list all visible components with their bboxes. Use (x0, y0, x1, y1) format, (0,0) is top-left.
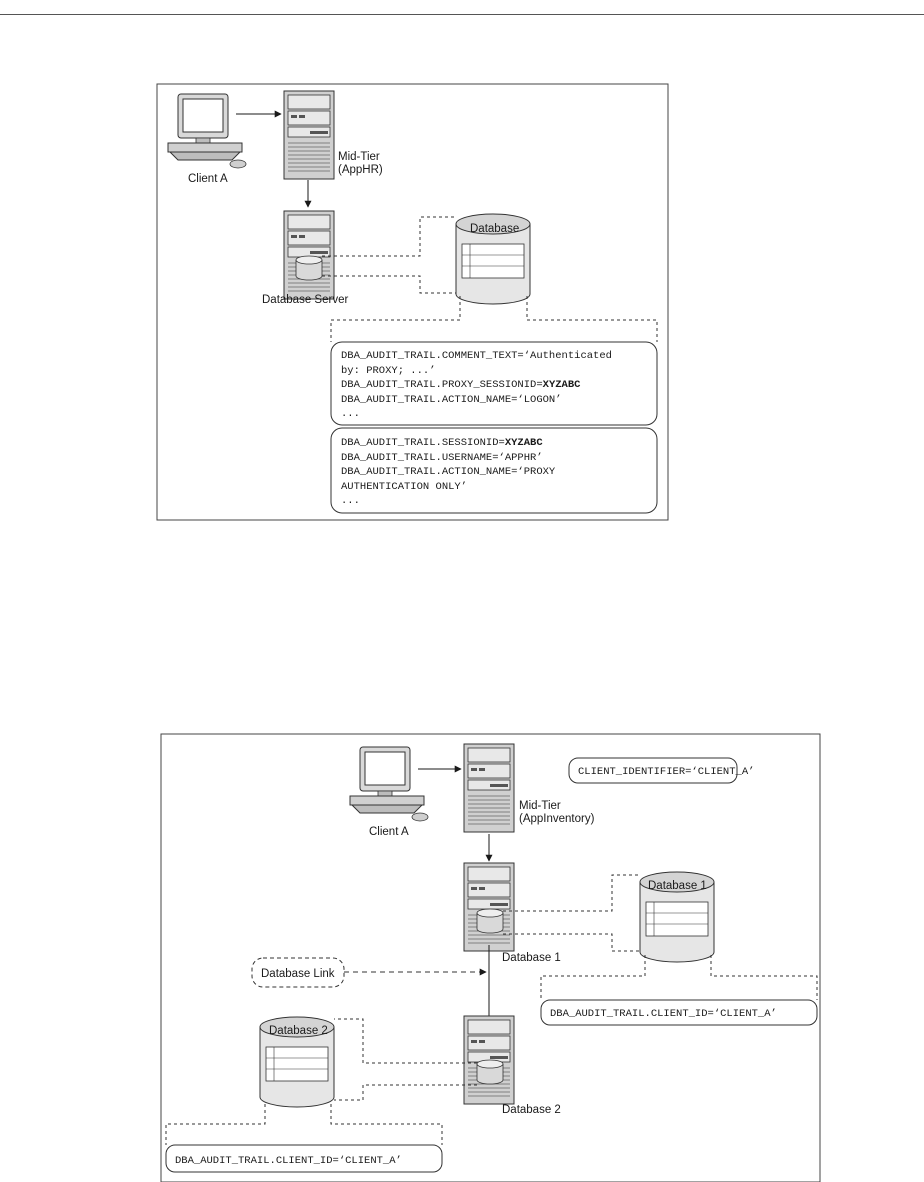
db1-audit-box (540, 999, 818, 1026)
db1server-to-db1-dash-bottom (503, 933, 640, 952)
db2server-to-db2-dash-bottom (334, 1084, 477, 1101)
client-a-computer-icon (167, 93, 247, 169)
client-identifier-box (568, 757, 738, 784)
client-a-label: Client A (188, 173, 228, 185)
db1-to-audit-dash-left (540, 955, 646, 1000)
client-a-label-2: Client A (369, 826, 409, 838)
audit-box1-line1: DBA_AUDIT_TRAIL.COMMENT_TEXT=‘Authentica… (341, 350, 612, 362)
midtier2-label-1: Mid-Tier (519, 800, 561, 812)
database-link-label: Database Link (261, 968, 335, 980)
db1-server-icon (463, 862, 515, 952)
db-to-audit-dash-right (526, 296, 658, 342)
audit-box2-line4: AUTHENTICATION ONLY’ (341, 481, 467, 493)
db2-audit-box (165, 1144, 443, 1173)
database-server-icon (283, 210, 335, 300)
database-label: Database (470, 223, 519, 235)
db2-audit-text: DBA_AUDIT_TRAIL.CLIENT_ID=‘CLIENT_A’ (175, 1155, 402, 1167)
db1-label: Database 1 (648, 880, 707, 892)
audit-box-proxy-auth (330, 427, 658, 514)
audit-box1-line2: by: PROXY; ...’ (341, 365, 436, 377)
db1-server-db-icon (476, 908, 504, 934)
db2-server-db-icon (476, 1059, 504, 1085)
audit-box1-line3: DBA_AUDIT_TRAIL.PROXY_SESSIONID=XYZABC (341, 379, 581, 391)
dbserver-to-db-dash-top (322, 216, 456, 257)
midtier-server-icon (283, 90, 335, 180)
audit-box2-line3: DBA_AUDIT_TRAIL.ACTION_NAME=‘PROXY (341, 466, 556, 478)
db2server-to-db2-dash-top (334, 1018, 477, 1064)
dbserver-to-db-dash-bottom (322, 275, 456, 294)
midtier-server-icon-2 (463, 743, 515, 833)
audit-box-proxy-logon (330, 341, 658, 426)
audit-box2-line5: ... (341, 495, 360, 507)
audit-box2-line2: DBA_AUDIT_TRAIL.USERNAME=‘APPHR’ (341, 452, 543, 464)
db2-to-audit-dash-right (330, 1104, 443, 1145)
figure1-frame (156, 83, 669, 521)
page-top-rule (0, 14, 924, 15)
audit-box2-line1: DBA_AUDIT_TRAIL.SESSIONID=XYZABC (341, 437, 543, 449)
midtier-label-2: (AppHR) (338, 164, 383, 176)
midtier-label-1: Mid-Tier (338, 151, 380, 163)
client-identifier-text: CLIENT_IDENTIFIER=‘CLIENT_A’ (578, 766, 754, 778)
audit-box1-line5: ... (341, 408, 360, 420)
db1-audit-text: DBA_AUDIT_TRAIL.CLIENT_ID=‘CLIENT_A’ (550, 1008, 777, 1020)
client-a-computer-icon-2 (349, 746, 429, 822)
db1-server-label: Database 1 (502, 952, 561, 964)
figure2-frame (160, 733, 821, 1182)
audit-box1-line4: DBA_AUDIT_TRAIL.ACTION_NAME=‘LOGON’ (341, 394, 562, 406)
db2-server-label: Database 2 (502, 1104, 561, 1116)
db2-label: Database 2 (269, 1025, 328, 1037)
db-to-audit-dash-left (330, 296, 461, 342)
db2-to-audit-dash-left (165, 1104, 266, 1145)
db1-to-audit-dash-right (710, 955, 818, 1000)
midtier2-label-2: (AppInventory) (519, 813, 595, 825)
db1server-to-db1-dash-top (503, 874, 640, 912)
database-server-db-icon (295, 255, 323, 281)
database-server-label: Database Server (262, 294, 348, 306)
database-link-box (251, 957, 345, 988)
